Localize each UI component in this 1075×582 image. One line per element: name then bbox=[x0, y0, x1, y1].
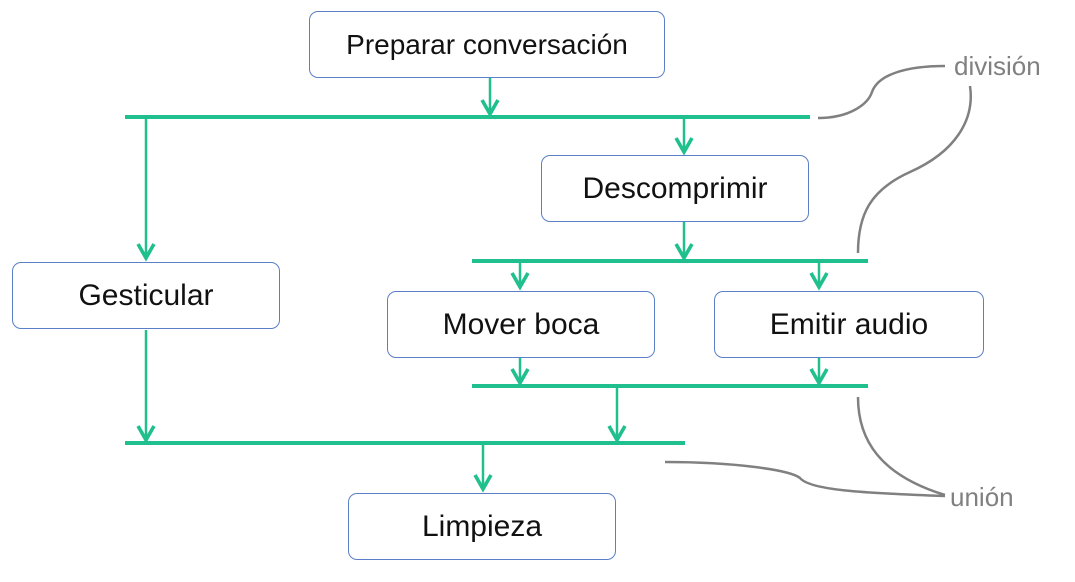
leader-fork-inner bbox=[856, 85, 972, 254]
annotation-union: unión bbox=[950, 482, 1014, 512]
annotation-division: división bbox=[954, 51, 1041, 81]
leader-join-inner bbox=[856, 396, 946, 497]
node-gesticular: Gesticular bbox=[12, 262, 280, 329]
leader-fork-main bbox=[817, 64, 946, 120]
node-mover-boca: Mover boca bbox=[387, 291, 655, 358]
node-emitir-audio: Emitir audio bbox=[714, 291, 984, 358]
leader-join-main bbox=[664, 460, 946, 498]
node-preparar-conversacion: Preparar conversación bbox=[309, 11, 665, 78]
node-limpieza: Limpieza bbox=[348, 493, 616, 560]
node-descomprimir: Descomprimir bbox=[541, 155, 809, 222]
